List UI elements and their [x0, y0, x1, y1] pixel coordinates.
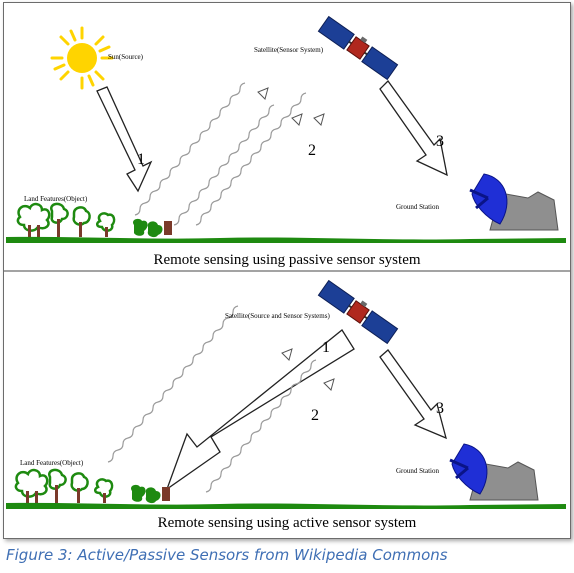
- panel-active: Satellite(Source and Sensor Systems) Lan…: [6, 277, 566, 531]
- figure-caption: Figure 3: Active/Passive Sensors from Wi…: [6, 546, 448, 564]
- station-label-active: Ground Station: [396, 467, 439, 475]
- ground-station-active: [448, 442, 540, 502]
- step-2-passive: 2: [308, 142, 316, 159]
- arrow-1-satellite-to-land: [165, 329, 355, 491]
- remote-sensing-diagram: Sun(Source) Satellite(Sensor System) Lan…: [3, 13, 571, 531]
- step-2-active: 2: [311, 407, 319, 424]
- ground-station-passive: [468, 172, 560, 232]
- land-features-passive: [16, 202, 174, 241]
- satellite-label-active: Satellite(Source and Sensor Systems): [225, 312, 330, 320]
- step-1-passive: 1: [137, 151, 145, 168]
- panel-title-passive: Remote sensing using passive sensor syst…: [153, 252, 420, 268]
- ground-line-active: [6, 502, 566, 509]
- satellite-icon-passive: [317, 13, 401, 81]
- station-label-passive: Ground Station: [396, 203, 439, 211]
- source-label: Sun(Source): [108, 53, 144, 61]
- wave-arrowheads-active: [281, 348, 335, 391]
- ground-line-passive: [6, 236, 566, 243]
- panel-passive: Sun(Source) Satellite(Sensor System) Lan…: [6, 13, 566, 268]
- land-features-active: [14, 468, 172, 507]
- panel-title-active: Remote sensing using active sensor syste…: [158, 515, 417, 531]
- step-3-active: 3: [436, 400, 444, 417]
- arrow-3-satellite-to-station-active: [379, 349, 447, 440]
- land-label-passive: Land Features(Object): [24, 195, 88, 203]
- wave-arrowheads-passive: [257, 87, 325, 126]
- land-label-active: Land Features(Object): [20, 459, 84, 467]
- satellite-icon-active: [317, 277, 401, 345]
- step-1-active: 1: [322, 339, 330, 356]
- satellite-label-passive: Satellite(Sensor System): [254, 46, 324, 54]
- step-3-passive: 3: [436, 133, 444, 150]
- sun-icon: [50, 26, 114, 90]
- arrow-3-satellite-to-station: [379, 79, 448, 177]
- arrow-1-sun-to-land: [96, 86, 153, 193]
- reflected-waves-passive: [134, 82, 307, 226]
- reflected-waves-active: [107, 305, 317, 493]
